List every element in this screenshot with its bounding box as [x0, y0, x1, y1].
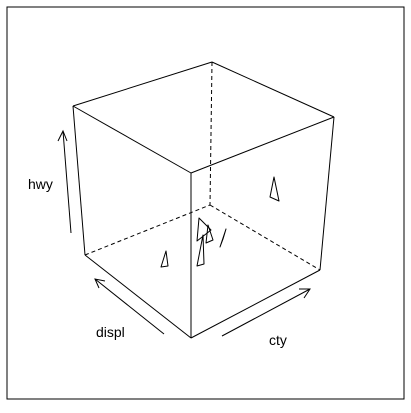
- box-edge-top-right: [190, 116, 335, 174]
- polygon-4: [205, 224, 214, 244]
- box-edge-vert-left: [72, 105, 86, 256]
- box-edge-vert-right: [319, 116, 335, 271]
- box-edge-top-front: [72, 105, 192, 174]
- box-edge-bottom-front-left: [84, 254, 192, 339]
- box-visible-edges: [72, 61, 335, 339]
- x-axis-label: cty: [269, 332, 287, 348]
- data-polygons: [160, 176, 280, 268]
- polygon-6: [160, 250, 169, 268]
- z-axis-arrow: [57, 129, 72, 234]
- box-edge-top-back: [211, 61, 335, 118]
- polygon-1: [269, 176, 280, 202]
- x-axis-arrow: [221, 288, 311, 337]
- polygon-2: [196, 217, 212, 242]
- y-axis-label: displ: [96, 324, 125, 340]
- polygon-3: [196, 234, 205, 267]
- box-edge-hidden-right: [209, 204, 321, 271]
- box-edge-bottom-front-right: [190, 269, 321, 339]
- y-axis-arrow: [94, 278, 165, 335]
- box-edge-hidden-left: [84, 204, 211, 256]
- axis-arrows: [57, 129, 311, 337]
- box-edge-top-left: [72, 61, 213, 107]
- box-hidden-edges: [84, 61, 321, 271]
- box-edge-hidden-vert: [209, 61, 213, 206]
- z-axis-label: hwy: [28, 176, 53, 192]
- polygon-5: [219, 228, 227, 248]
- plot-frame: [6, 6, 405, 400]
